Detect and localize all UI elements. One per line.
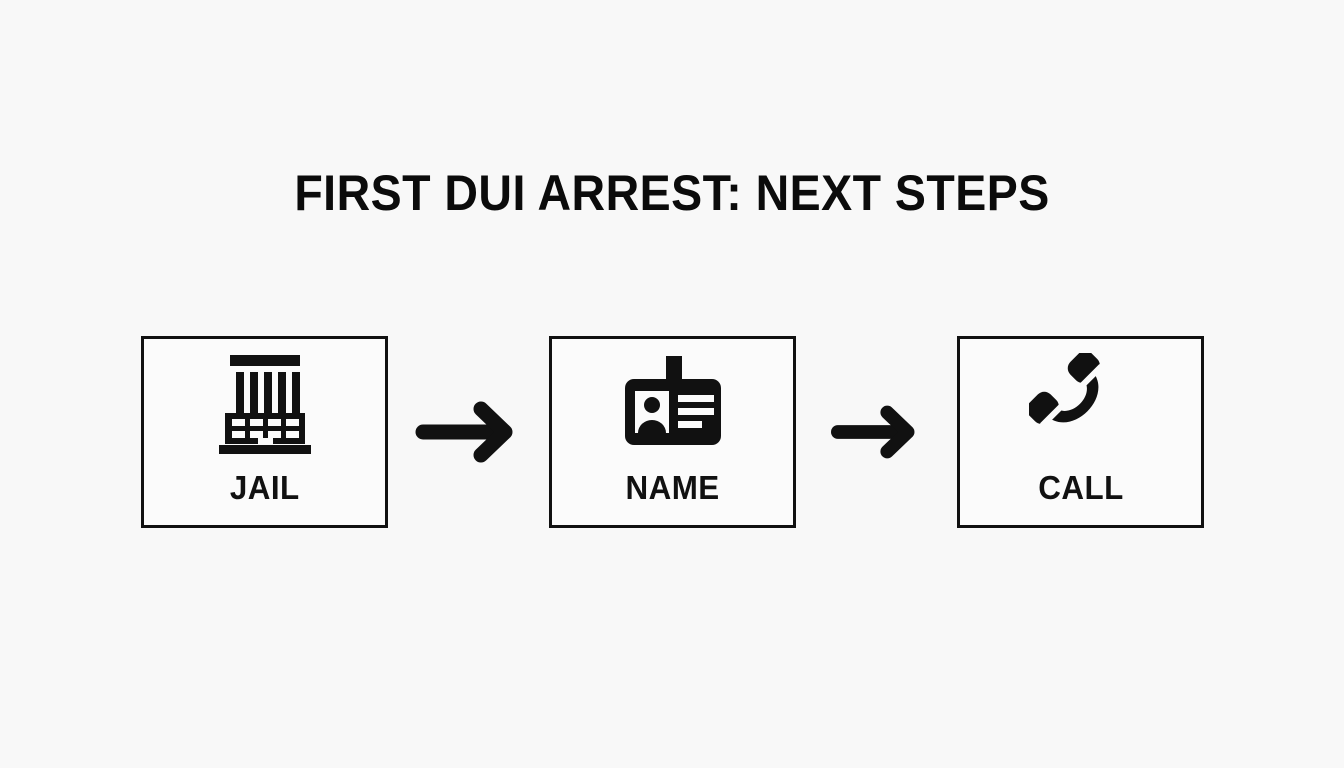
step-card-call[interactable]: CALL: [957, 335, 1204, 528]
step-label-name: NAME: [625, 468, 720, 506]
step-card-name[interactable]: NAME: [549, 335, 796, 528]
id-badge-icon: [614, 353, 732, 457]
jail-building-icon: [211, 353, 319, 457]
step-label-call: CALL: [1037, 468, 1124, 506]
process-flow: JAIL: [141, 334, 1204, 529]
step-card-jail[interactable]: JAIL: [141, 335, 388, 528]
page-title: FIRST DUI ARREST: NEXT STEPS: [294, 165, 1050, 221]
phone-handset-icon: [1028, 352, 1133, 457]
step-label-jail: JAIL: [229, 468, 300, 506]
arrow-right-icon: [410, 401, 528, 463]
arrow-right-icon: [818, 404, 936, 460]
